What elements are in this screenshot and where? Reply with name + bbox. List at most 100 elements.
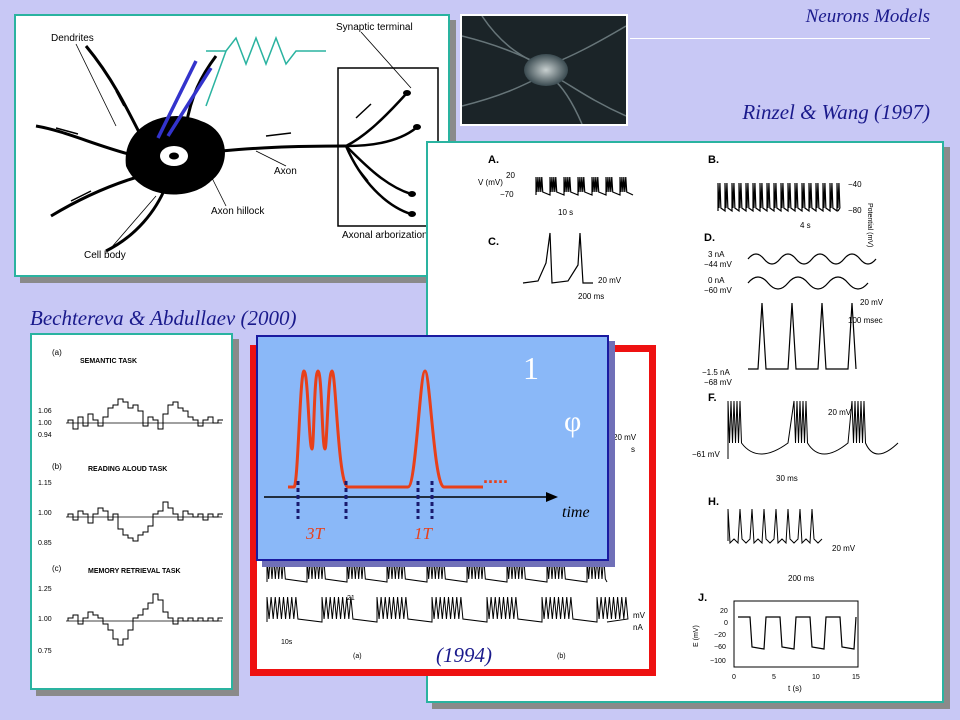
b-scale: 4 s: [800, 221, 811, 230]
histogram-trace: [67, 398, 223, 430]
j-ytick-3: −60: [714, 644, 726, 651]
neuron-diagram: Dendrites Synaptic terminal Axon Axon hi…: [35, 22, 439, 261]
trace-a: [535, 176, 634, 196]
p94-scale: 10s: [281, 639, 293, 646]
b-ylabel: Potential (mV): [866, 203, 873, 247]
task-a-tick-2: 0.94: [38, 432, 52, 439]
j-xtick-1: 5: [772, 674, 776, 681]
p94-na: nA: [633, 623, 643, 632]
task-b-name: READING ALOUD TASK: [88, 466, 167, 473]
j-ylabel: E (mV): [693, 625, 700, 647]
j-xtick-0: 0: [732, 674, 736, 681]
a-tick-top: 20: [506, 171, 515, 180]
trace-j: [738, 616, 857, 650]
interval-3t: 3T: [305, 524, 326, 543]
rinzel-wang-traces: A. B. C. D. F. H. J. V (mV) 20 −70 10 s …: [478, 154, 899, 693]
interval-1t: 1T: [414, 524, 434, 543]
trace-c: [522, 232, 593, 284]
j-ytick-0: 20: [720, 608, 728, 615]
letter-d: D.: [704, 232, 715, 244]
caption-1994: (1994): [436, 643, 492, 667]
phase-locking-overlay: ..... 3T 1T time 1 φ: [256, 335, 609, 561]
bechtereva-plots: (a) SEMANTIC TASK 1.06 1.00 0.94 (b) REA…: [38, 348, 223, 655]
p94-num: 21: [347, 595, 355, 602]
p94-sub-a: (a): [353, 653, 362, 660]
d-row2-current: 0 nA: [708, 276, 725, 285]
p94-sub-b: (b): [557, 653, 566, 660]
letter-j: J.: [698, 592, 707, 604]
phi-symbol: φ: [564, 405, 581, 438]
trace-1994-3: [266, 596, 629, 623]
task-c-tick-0: 1.25: [38, 586, 52, 593]
c-hscale: 200 ms: [578, 292, 604, 301]
f-hscale: 30 ms: [776, 474, 798, 483]
spike-train: [288, 369, 483, 489]
task-b-tick-1: 1.00: [38, 510, 52, 517]
task-c-name: MEMORY RETRIEVAL TASK: [88, 568, 181, 575]
label-axonal-arborization: Axonal arborization: [342, 230, 428, 241]
d-row3-voltage: −68 mV: [704, 378, 732, 387]
d-row1-current: 3 nA: [708, 250, 725, 259]
h-hscale: 200 ms: [788, 574, 814, 583]
f-vscale: 20 mV: [828, 408, 852, 417]
p94-s-label: s: [631, 445, 635, 454]
neuron-diagram-panel: Dendrites Synaptic terminal Axon Axon hi…: [14, 14, 450, 277]
h-vscale: 20 mV: [832, 544, 856, 553]
ratio-number: 1: [523, 350, 539, 386]
task-a-tick-1: 1.00: [38, 420, 52, 427]
task-a-name: SEMANTIC TASK: [80, 358, 137, 365]
task-c-letter: (c): [52, 564, 62, 573]
j-ytick-4: −100: [710, 658, 726, 665]
trace-f: [727, 400, 899, 459]
histogram-trace: [67, 593, 223, 646]
bechtereva-panel: (a) SEMANTIC TASK 1.06 1.00 0.94 (b) REA…: [30, 333, 233, 690]
j-ytick-2: −20: [714, 632, 726, 639]
task-c-tick-2: 0.75: [38, 648, 52, 655]
c-vscale: 20 mV: [598, 276, 622, 285]
d-row2-voltage: −60 mV: [704, 286, 732, 295]
task-a-letter: (a): [52, 348, 62, 357]
caption-rinzel-wang: Rinzel & Wang (1997): [742, 100, 930, 124]
caption-bechtereva: Bechtereva & Abdullaev (2000): [30, 306, 297, 330]
a-ylabel: V (mV): [478, 178, 503, 187]
letter-a: A.: [488, 154, 499, 166]
task-b-tick-2: 0.85: [38, 540, 52, 547]
d-vscale: 20 mV: [860, 298, 884, 307]
letter-f: F.: [708, 392, 717, 404]
a-scale: 10 s: [558, 208, 573, 217]
b-tick-bot: −80: [848, 206, 862, 215]
trace-b: [717, 182, 841, 213]
d-hscale: 100 msec: [848, 316, 883, 325]
letter-c: C.: [488, 236, 499, 248]
task-b-letter: (b): [52, 462, 62, 471]
trace-d2: [747, 276, 869, 290]
d-row3-current: −1.5 nA: [702, 368, 730, 377]
p94-mv-label: 20 mV: [613, 433, 637, 442]
histogram-trace: [67, 501, 223, 542]
trace-h: [727, 508, 823, 545]
trace-d3: [748, 302, 857, 370]
trace-d1: [747, 253, 877, 265]
time-label: time: [562, 504, 590, 521]
continuation-dots: .....: [483, 467, 508, 487]
a-tick-bot: −70: [500, 190, 514, 199]
task-b-tick-0: 1.15: [38, 480, 52, 487]
letter-h: H.: [708, 496, 719, 508]
task-c-tick-1: 1.00: [38, 616, 52, 623]
trace-1994-2: [266, 556, 608, 583]
phase-locking-diagram: ..... 3T 1T time 1 φ: [264, 350, 590, 543]
label-axon: Axon: [274, 166, 297, 177]
title-rule: [630, 38, 930, 39]
p94-mv2: mV: [633, 611, 646, 620]
letter-b: B.: [708, 154, 719, 166]
j-xtick-2: 10: [812, 674, 820, 681]
j-ytick-1: 0: [724, 620, 728, 627]
micrograph-image: [461, 15, 627, 125]
slide-title: Neurons Models: [805, 6, 930, 27]
j-xlabel: t (s): [788, 684, 802, 693]
f-baseline: −61 mV: [692, 450, 720, 459]
label-dendrites: Dendrites: [51, 33, 94, 44]
j-xtick-3: 15: [852, 674, 860, 681]
label-synaptic-terminal: Synaptic terminal: [336, 22, 413, 33]
task-a-tick-0: 1.06: [38, 408, 52, 415]
